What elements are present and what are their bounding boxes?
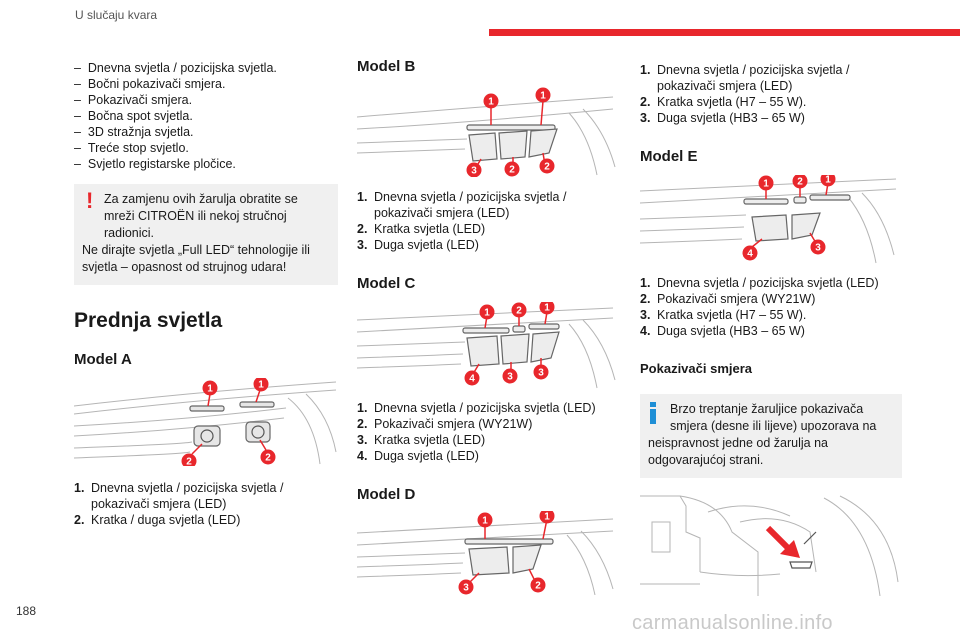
model-a-headlamp-diagram: 1 1 2 2 [74,378,337,467]
callout-label: 1 [488,97,494,108]
info-icon [650,402,656,424]
callout-label: 1 [258,380,264,391]
list-item: Bočni pokazivači smjera. [74,76,338,92]
list-item: 3.Kratka svjetla (H7 – 55 W). [640,308,807,322]
callout-label: 4 [747,249,753,260]
callout-label: 2 [186,457,192,467]
callout-label: 4 [469,374,475,385]
list-item: 3.Kratka svjetla (LED) [357,433,486,447]
warning-box: ! Za zamjenu ovih žarulja obratite se mr… [74,184,338,285]
callout-label: 1 [763,179,769,190]
warning-text-2: Ne dirajte svjetla „Full LED“ tehnologij… [82,243,310,274]
model-c-title: Model C [357,275,416,292]
list-item: 3.Duga svjetla (HB3 – 65 W) [640,111,805,125]
callout-label: 1 [484,308,490,319]
section-title: Prednja svjetla [74,309,223,332]
list-item: 3D stražnja svjetla. [74,124,338,140]
column-1: Dnevna svjetla / pozicijska svjetla. Boč… [74,60,338,528]
list-item: 1.Dnevna svjetla / pozicijska svjetla / … [74,481,284,511]
info-text-1: Brzo treptanje žaruljice pokazivača smje… [670,402,877,433]
list-item: Bočna spot svjetla. [74,108,338,124]
callout-label: 2 [535,581,541,592]
list-item: 4.Duga svjetla (HB3 – 65 W) [640,324,805,338]
list-item: 4.Duga svjetla (LED) [357,449,479,463]
page-number: 188 [16,604,37,618]
list-item: 1.Dnevna svjetla / pozicijska svjetla (L… [640,276,879,290]
info-box: Brzo treptanje žaruljice pokazivača smje… [640,394,902,478]
model-e-title: Model E [640,148,698,165]
watermark: carmanualsonline.info [632,612,833,634]
model-e-legend: 1.Dnevna svjetla / pozicijska svjetla (L… [640,275,902,339]
header-title: U slučaju kvara [75,8,158,22]
callout-label: 1 [207,384,213,395]
callout-label: 3 [538,368,544,379]
callout-label: 1 [825,175,831,186]
list-item: Dnevna svjetla / pozicijska svjetla. [74,60,338,76]
list-item: 1.Dnevna svjetla / pozicijska svjetla / … [357,190,567,220]
indicators-title: Pokazivači smjera [640,361,753,376]
model-b-title: Model B [357,58,416,75]
list-item: Treće stop svjetlo. [74,140,338,156]
model-e-headlamp-diagram: 1 2 1 4 3 [640,175,897,264]
model-d-legend: 1.Dnevna svjetla / pozicijska svjetla / … [640,62,902,126]
model-a-title: Model A [74,351,132,368]
list-item: 1.Dnevna svjetla / pozicijska svjetla (L… [357,401,596,415]
model-d-title: Model D [357,486,416,503]
callout-label: 2 [265,453,271,464]
callout-label: 3 [471,166,477,177]
callout-label: 2 [516,306,522,317]
list-item: 2.Pokazivači smjera (WY21W) [357,417,533,431]
list-item: 3.Duga svjetla (LED) [357,238,479,252]
callout-label: 1 [544,512,550,523]
callout-label: 3 [815,243,821,254]
callout-label: 2 [544,162,550,173]
warning-icon: ! [86,188,94,213]
callout-label: 2 [509,165,515,176]
column-3: 1.Dnevna svjetla / pozicijska svjetla / … [640,58,902,596]
model-a-legend: 1.Dnevna svjetla / pozicijska svjetla / … [74,480,338,528]
header-accent-bar [489,29,960,36]
list-item: 2.Kratka svjetla (H7 – 55 W). [640,95,807,109]
info-text-2: neispravnost jedne od žarulja na odgovar… [648,436,828,467]
model-c-legend: 1.Dnevna svjetla / pozicijska svjetla (L… [357,400,619,464]
column-2: Model B 1 1 3 2 2 1.Dnevna svjetla / poz… [357,58,619,595]
wheel-arch-indicator-diagram [640,495,899,596]
callout-label: 1 [544,303,550,314]
callout-label: 3 [507,372,513,383]
model-d-headlamp-diagram: 1 1 3 2 [357,511,614,595]
model-b-legend: 1.Dnevna svjetla / pozicijska svjetla / … [357,189,619,253]
list-item: Svjetlo registarske pločice. [74,156,338,172]
callout-label: 1 [482,516,488,527]
list-item: Pokazivači smjera. [74,92,338,108]
callout-label: 3 [463,583,469,594]
list-item: 1.Dnevna svjetla / pozicijska svjetla / … [640,63,850,93]
callout-label: 2 [797,177,803,188]
intro-list: Dnevna svjetla / pozicijska svjetla. Boč… [74,60,338,172]
callout-label: 1 [540,91,546,102]
warning-text-1: Za zamjenu ovih žarulja obratite se mrež… [104,192,298,240]
list-item: 2.Kratka / duga svjetla (LED) [74,513,241,527]
list-item: 2.Pokazivači smjera (WY21W) [640,292,816,306]
model-b-headlamp-diagram: 1 1 3 2 2 [357,87,616,177]
model-c-headlamp-diagram: 1 2 1 4 3 3 [357,302,616,389]
list-item: 2.Kratka svjetla (LED) [357,222,486,236]
